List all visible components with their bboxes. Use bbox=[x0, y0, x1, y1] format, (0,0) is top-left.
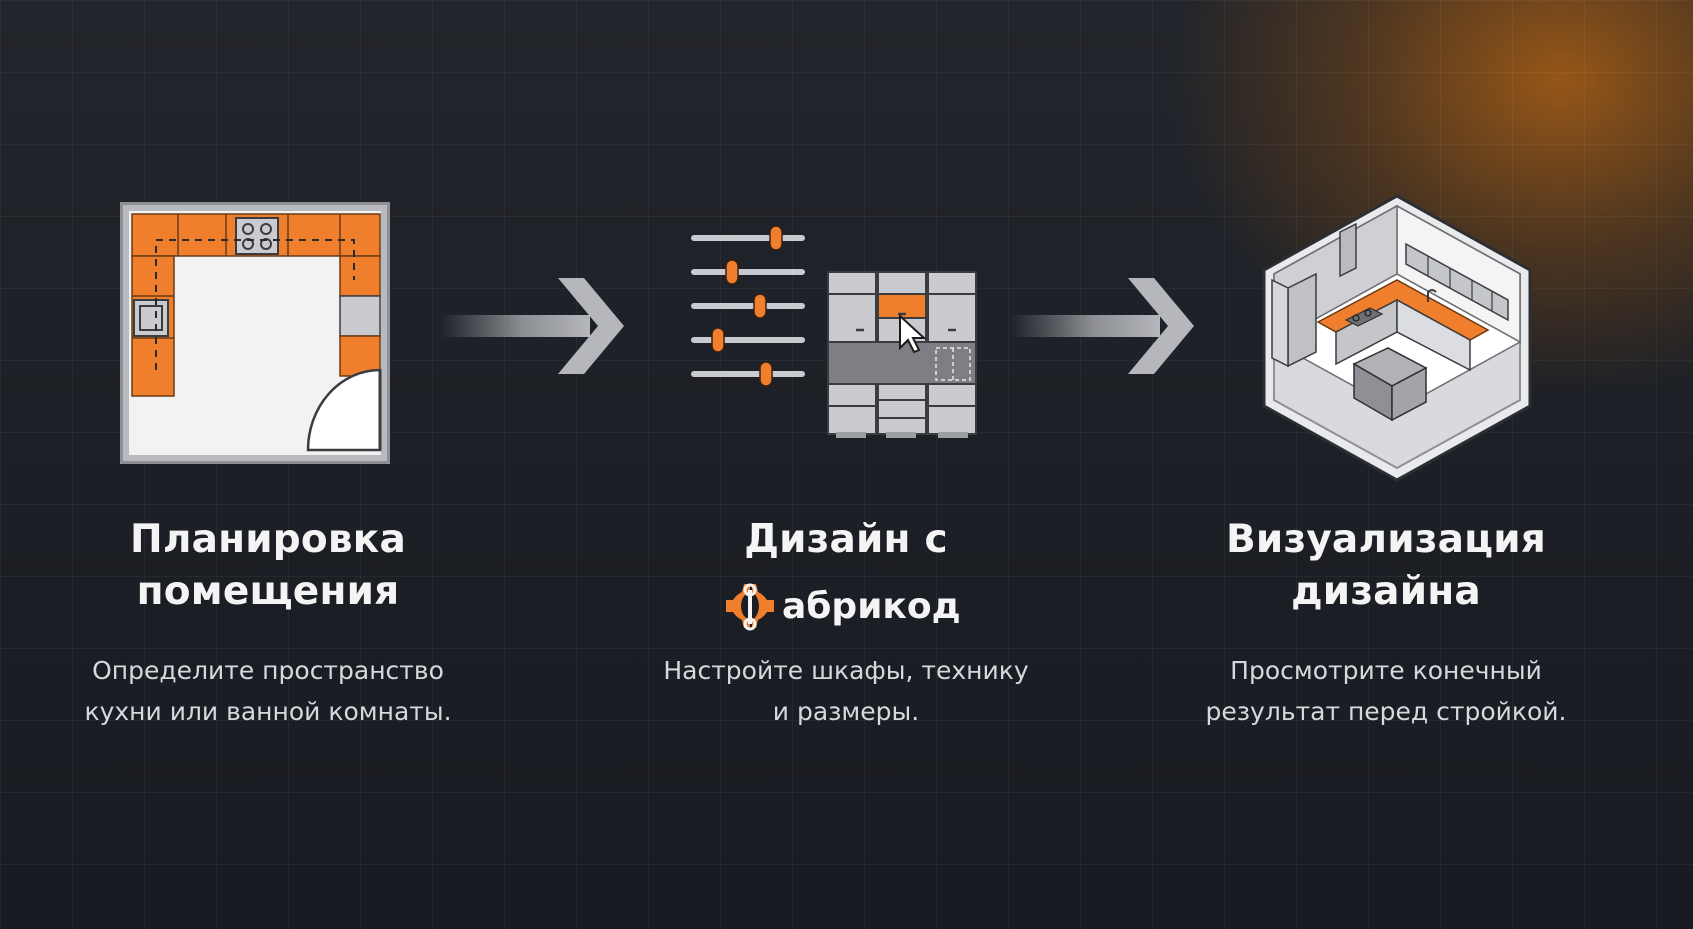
step-2-desc-line-1: Настройте шкафы, технику bbox=[663, 656, 1029, 685]
step-2-title: Дизайн с bbox=[676, 514, 1016, 566]
step-1-desc-line-2: кухни или ванной комнаты. bbox=[84, 697, 452, 726]
step-3-title-line-1: Визуализация bbox=[1226, 517, 1546, 562]
arrow-right-icon bbox=[440, 278, 624, 374]
arrow-right-icon bbox=[1010, 278, 1194, 374]
step-3-description: Просмотрите конечный результат перед стр… bbox=[1166, 650, 1606, 732]
step-2-title-line-1: Дизайн с bbox=[744, 517, 948, 562]
step-2-description: Настройте шкафы, технику и размеры. bbox=[626, 650, 1066, 732]
floor-plan-icon bbox=[120, 202, 390, 464]
step-2-desc-line-2: и размеры. bbox=[772, 697, 920, 726]
gear-wrench-logo-icon bbox=[726, 583, 774, 631]
step-1-title-line-2: помещения bbox=[136, 569, 400, 614]
abricod-logo-text: абрикод bbox=[782, 585, 961, 627]
step-1-title: Планировка помещения bbox=[98, 514, 438, 618]
step-1-description: Определите пространство кухни или ванной… bbox=[58, 650, 478, 732]
isometric-kitchen-icon bbox=[1262, 194, 1532, 482]
step-3-desc-line-2: результат перед стройкой. bbox=[1205, 697, 1567, 726]
step-3-desc-line-1: Просмотрите конечный bbox=[1230, 656, 1542, 685]
step-1-title-line-1: Планировка bbox=[130, 517, 406, 562]
cabinet-configurator-icon bbox=[691, 225, 977, 438]
step-1-desc-line-1: Определите пространство bbox=[92, 656, 444, 685]
step-3-title-line-2: дизайна bbox=[1291, 569, 1481, 614]
abricod-logo: абрикод bbox=[722, 578, 982, 634]
step-3-title: Визуализация дизайна bbox=[1196, 514, 1576, 618]
